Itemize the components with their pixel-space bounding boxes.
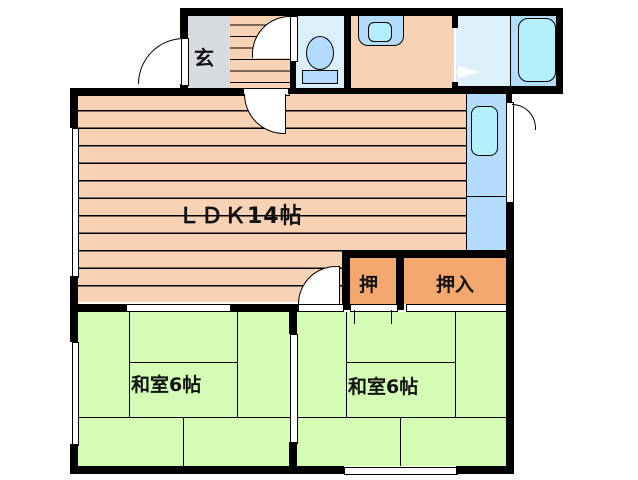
wall: [70, 312, 78, 342]
wall: [342, 250, 514, 258]
washitsu-left-floor: [78, 312, 290, 466]
closet-double-door[interactable]: [350, 304, 398, 312]
wall: [230, 304, 298, 312]
wall: [70, 276, 78, 312]
washitsu-left-window[interactable]: [72, 342, 79, 446]
wall: [289, 310, 297, 334]
wall: [344, 8, 351, 94]
wall: [290, 60, 296, 90]
bathtub-icon: [518, 18, 556, 82]
toilet-door[interactable]: [290, 16, 298, 62]
wall: [452, 86, 563, 94]
oshiire-closet: [404, 258, 506, 304]
wall: [506, 304, 514, 474]
wall: [180, 8, 562, 16]
toilet-bowl-icon: [306, 36, 334, 70]
closet-small: [350, 258, 396, 304]
kitchen-sink-icon: [471, 106, 498, 156]
wall: [456, 466, 514, 474]
ldk-label: ＬＤＫ14帖: [178, 204, 303, 229]
genkan-floor: [188, 14, 230, 88]
tatami-line: [400, 417, 401, 466]
wall: [70, 304, 126, 312]
washitsu-right-label: 和室6帖: [348, 376, 419, 398]
wall: [180, 8, 188, 38]
wall: [70, 444, 78, 474]
door-swing-icon: [458, 66, 480, 78]
wall: [452, 8, 458, 28]
tatami-line: [78, 417, 290, 418]
wall: [506, 94, 512, 102]
sliding-door-ldk-washitsu[interactable]: [126, 304, 232, 312]
wall: [70, 88, 244, 96]
closet-door-swing-icon: [354, 310, 392, 324]
toilet-tank-icon: [302, 70, 338, 84]
washitsu-right-floor: [296, 312, 506, 466]
wall: [288, 88, 348, 94]
genkan-label: 玄: [194, 46, 214, 70]
washitsu-right-window[interactable]: [344, 467, 458, 475]
tatami-line: [346, 312, 347, 418]
tatami-line: [183, 417, 184, 466]
oshiire-label: 押入: [436, 274, 475, 296]
wall: [70, 466, 344, 474]
tatami-line: [455, 312, 456, 418]
washbasin-bowl-icon: [368, 22, 392, 42]
wall: [289, 442, 297, 466]
wall: [342, 250, 350, 310]
entrance-door-swing-icon: [138, 38, 184, 84]
wall: [70, 88, 78, 128]
washitsu-door[interactable]: [298, 304, 344, 312]
tatami-line: [129, 362, 238, 363]
tatami-line: [346, 362, 456, 363]
wall: [180, 84, 188, 90]
kitchen-divider: [466, 196, 506, 197]
ldk-window-west[interactable]: [72, 128, 79, 278]
wall: [396, 250, 404, 310]
washitsu-partition-door[interactable]: [290, 334, 298, 444]
tatami-line: [237, 312, 238, 418]
oshiire-sliding-door[interactable]: [406, 304, 508, 312]
wall: [351, 88, 452, 94]
kitchen-door-swing-icon: [512, 104, 536, 130]
closet-small-label: 押: [359, 274, 379, 296]
washitsu-left-label: 和室6帖: [131, 374, 202, 396]
tatami-line: [129, 312, 130, 418]
wall: [556, 8, 563, 94]
tatami-line: [296, 417, 506, 418]
